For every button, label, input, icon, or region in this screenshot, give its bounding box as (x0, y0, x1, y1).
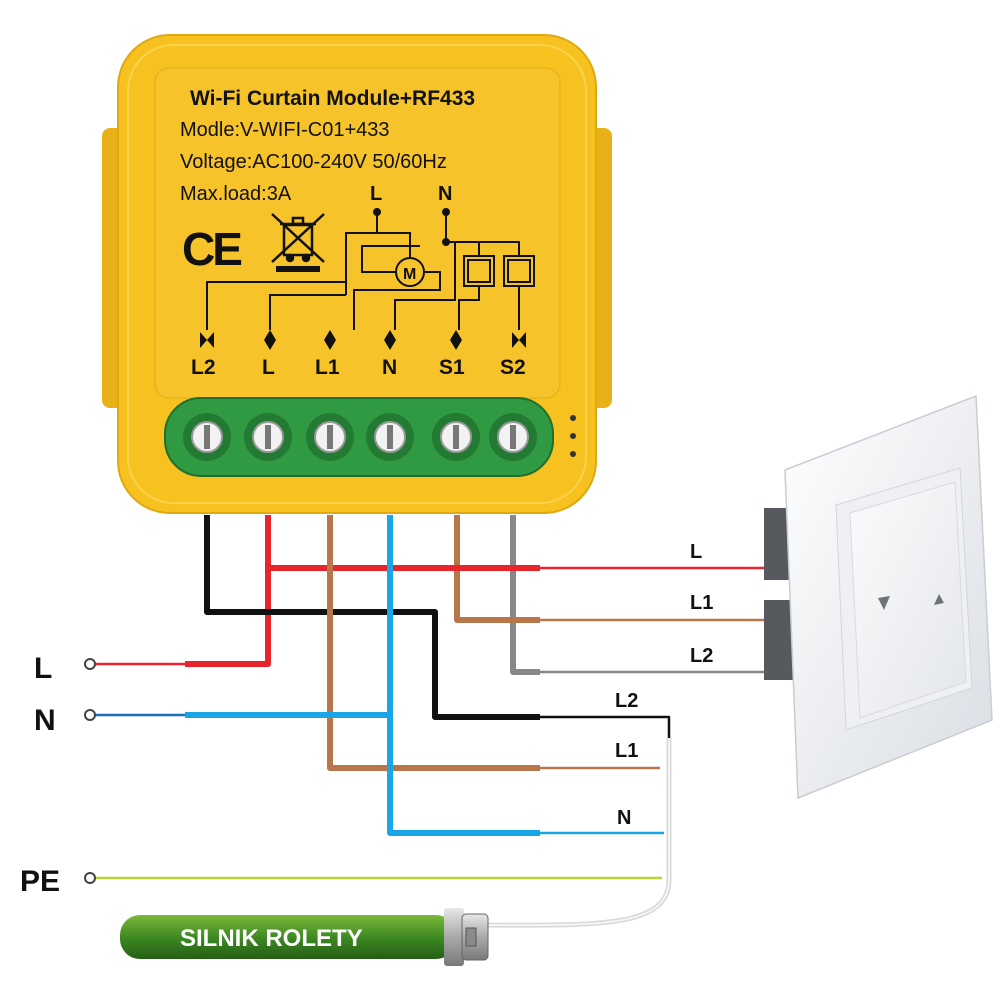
motor-head (444, 908, 464, 966)
switch-label-l2: L2 (690, 645, 713, 667)
motor-tube (120, 915, 456, 959)
terminal-label-l2: L2 (191, 356, 216, 379)
arrow-down-icon (878, 596, 890, 610)
mains-label-pe: PE (20, 865, 60, 898)
mains-terminal-pe (84, 872, 96, 884)
screw-slot (327, 425, 333, 449)
wire-l1-brown (327, 515, 540, 771)
schematic-label-n: N (438, 183, 452, 205)
terminal-screws (183, 413, 537, 461)
wall-switch[interactable] (764, 394, 993, 800)
motor-label-l2: L2 (615, 690, 638, 712)
curtain-module: Wi-Fi Curtain Module+RF433 Modle:V-WIFI-… (102, 34, 612, 514)
terminal-label-s1: S1 (439, 356, 465, 379)
switch-label-l: L (690, 541, 702, 563)
motor-label: SILNIK ROLETY (180, 925, 363, 952)
crossed-bin-icon (271, 213, 325, 263)
mains-label-l: L (34, 652, 52, 685)
terminal-symbols (200, 330, 526, 350)
motor-label-n: N (617, 807, 631, 829)
module-max-load: Max.load:3A (180, 183, 292, 205)
mains-terminal-n (84, 709, 96, 721)
module-voltage: Voltage:AC100-240V 50/60Hz (180, 151, 447, 173)
schematic-label-l: L (370, 183, 382, 205)
wire-l2-black (204, 515, 540, 720)
ce-mark-icon: CE (182, 223, 241, 275)
screw-slot (265, 425, 271, 449)
switch-terminal-block-bottom (764, 600, 794, 680)
motor-label-l1: L1 (615, 740, 638, 762)
motor-symbol: M (403, 266, 416, 283)
terminal-label-l1: L1 (315, 356, 340, 379)
screw-slot (387, 425, 393, 449)
screw-slot (453, 425, 459, 449)
screw-slot (510, 425, 516, 449)
module-schematic: L N M (206, 183, 535, 330)
terminal-label-l: L (262, 356, 275, 379)
mains-label-n: N (34, 704, 56, 737)
wire-neutral-blue (387, 515, 540, 836)
module-title: Wi-Fi Curtain Module+RF433 (190, 87, 475, 110)
switch-label-l1: L1 (690, 592, 713, 614)
weee-bar (276, 266, 320, 272)
module-model: Modle:V-WIFI-C01+433 (180, 119, 390, 141)
mains-terminal-l (84, 658, 96, 670)
switch-rocker[interactable] (849, 481, 967, 719)
wire-s1-brown (454, 515, 540, 623)
screw-slot (204, 425, 210, 449)
terminal-label-n: N (382, 356, 397, 379)
terminal-label-s2: S2 (500, 356, 526, 379)
tubular-motor: SILNIK ROLETY (120, 908, 489, 966)
arrow-up-icon (934, 594, 944, 605)
wire-s2-grey (510, 515, 540, 675)
wire-live-red (185, 515, 271, 667)
wiring (95, 515, 764, 928)
